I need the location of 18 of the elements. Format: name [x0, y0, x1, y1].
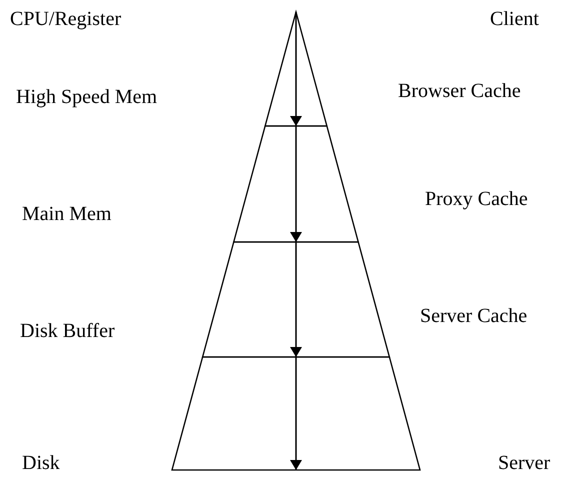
- cache-level-label: Browser Cache: [398, 80, 521, 102]
- arrow: [290, 357, 302, 470]
- memory-level-label: High Speed Mem: [16, 86, 158, 108]
- pyramid-top-section: [264, 10, 328, 127]
- arrow: [290, 12, 302, 126]
- memory-level-label: Disk Buffer: [20, 320, 115, 342]
- pyramid-section: [202, 241, 390, 358]
- arrow: [290, 242, 302, 357]
- cache-level-label: Proxy Cache: [425, 188, 528, 210]
- cache-level-label: Client: [490, 8, 539, 30]
- memory-level-label: Main Mem: [22, 203, 112, 225]
- memory-level-label: CPU/Register: [10, 8, 122, 30]
- pyramid-section: [232, 125, 360, 243]
- cache-level-label: Server: [498, 452, 550, 474]
- pyramid-section: [171, 356, 421, 471]
- cache-level-label: Server Cache: [420, 305, 528, 327]
- arrow: [290, 126, 302, 242]
- memory-level-label: Disk: [22, 452, 60, 474]
